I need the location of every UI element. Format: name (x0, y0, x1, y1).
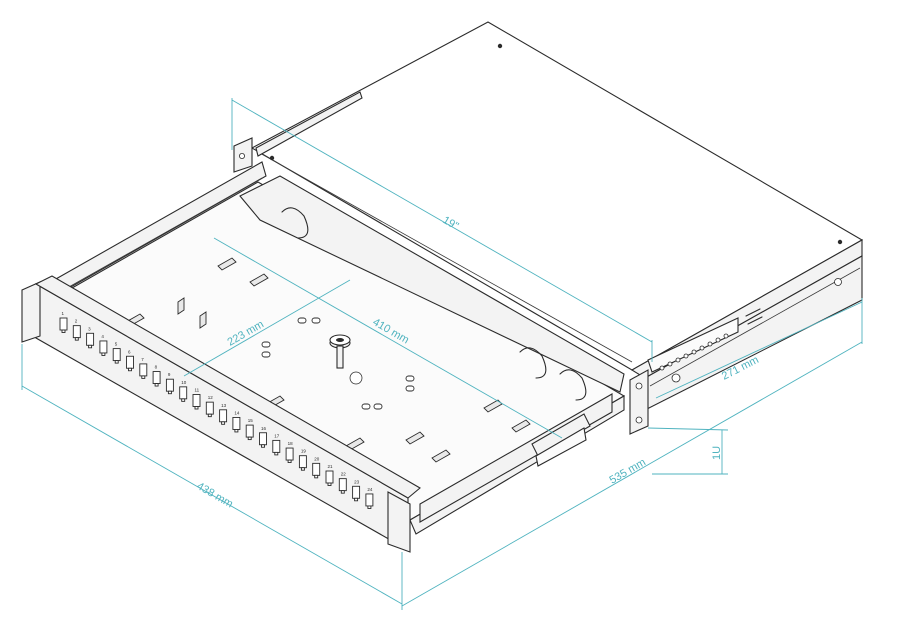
port-number-15: 15 (248, 418, 254, 423)
port-latch-24 (367, 505, 372, 509)
enclosure-right-side (630, 239, 863, 411)
port-5 (112, 348, 121, 362)
port-4 (99, 340, 108, 354)
port-number-6: 6 (128, 349, 131, 354)
cover-screw-1 (497, 43, 503, 49)
port-number-23: 23 (354, 479, 360, 484)
port-latch-18 (287, 459, 292, 463)
front-left-ear (21, 281, 41, 343)
port-latch-12 (207, 413, 212, 418)
port-number-12: 12 (208, 395, 214, 400)
port-latch-6 (128, 367, 132, 372)
side-rail-holes (659, 333, 729, 371)
port-10 (179, 386, 188, 400)
port-12 (205, 401, 214, 415)
port-20 (312, 462, 321, 476)
port-latch-14 (234, 429, 239, 433)
port-number-19: 19 (301, 449, 307, 454)
port-number-2: 2 (75, 319, 78, 324)
port-number-22: 22 (341, 472, 347, 477)
dim-label-438: 438 mm (195, 480, 235, 510)
port-23 (352, 485, 361, 499)
dimension-lines (21, 98, 863, 610)
port-15 (245, 424, 254, 438)
port-number-11: 11 (195, 388, 200, 393)
port-latch-1 (61, 329, 66, 333)
port-latch-7 (141, 375, 146, 379)
port-11 (192, 394, 201, 407)
port-number-7: 7 (141, 357, 144, 362)
port-latch-21 (327, 482, 332, 486)
port-number-9: 9 (168, 372, 171, 377)
port-number-20: 20 (314, 456, 320, 461)
port-latch-4 (101, 352, 106, 356)
port-6 (126, 355, 134, 369)
port-number-1: 1 (62, 311, 65, 316)
port-17 (272, 439, 281, 453)
cover-screw-2 (269, 155, 275, 161)
cable-guides (125, 257, 531, 463)
port-14 (232, 417, 241, 430)
port-7 (139, 363, 148, 377)
port-24 (365, 493, 374, 507)
port-number-16: 16 (261, 426, 267, 431)
port-latch-15 (247, 436, 252, 441)
port-number-24: 24 (367, 487, 373, 492)
port-number-5: 5 (115, 342, 118, 347)
port-19 (298, 455, 307, 469)
port-13 (219, 409, 228, 423)
port-latch-8 (154, 383, 159, 387)
port-3 (86, 332, 95, 346)
tray-slots (261, 317, 415, 410)
port-latch-10 (181, 398, 186, 402)
port-number-17: 17 (274, 433, 280, 438)
port-latch-9 (167, 390, 172, 395)
port-22 (338, 478, 347, 492)
port-number-14: 14 (234, 410, 240, 415)
port-latch-17 (274, 451, 279, 456)
port-latch-20 (314, 474, 319, 479)
port-latch-3 (88, 344, 93, 349)
dim-label-1u: 1U (711, 446, 723, 460)
port-9 (165, 378, 174, 392)
cover-screw-3 (837, 239, 843, 245)
port-number-18: 18 (288, 441, 294, 446)
port-latch-23 (354, 497, 359, 502)
port-8 (152, 371, 161, 384)
port-number-8: 8 (155, 365, 158, 370)
port-2 (72, 325, 81, 339)
port-16 (259, 432, 267, 446)
port-number-13: 13 (221, 403, 227, 408)
port-18 (285, 447, 294, 461)
port-latch-5 (114, 360, 119, 364)
port-number-10: 10 (181, 380, 187, 385)
side-screw (834, 278, 842, 286)
port-latch-11 (194, 406, 199, 410)
dim-label-535: 535 mm (608, 456, 648, 486)
port-latch-22 (340, 490, 345, 494)
port-latch-19 (300, 467, 305, 471)
mounting-ear-right (629, 369, 681, 435)
port-latch-16 (261, 444, 265, 448)
port-latch-2 (74, 337, 79, 341)
thumb-screw (329, 334, 351, 369)
port-number-3: 3 (88, 326, 91, 331)
port-1 (59, 317, 68, 331)
port-latch-13 (221, 421, 226, 425)
logo-mark (745, 308, 763, 325)
port-number-4: 4 (101, 334, 104, 339)
mounting-ear-rear-left (233, 91, 363, 173)
port-number-21: 21 (328, 464, 334, 469)
front-right-ear (387, 491, 411, 553)
port-21 (325, 470, 334, 484)
